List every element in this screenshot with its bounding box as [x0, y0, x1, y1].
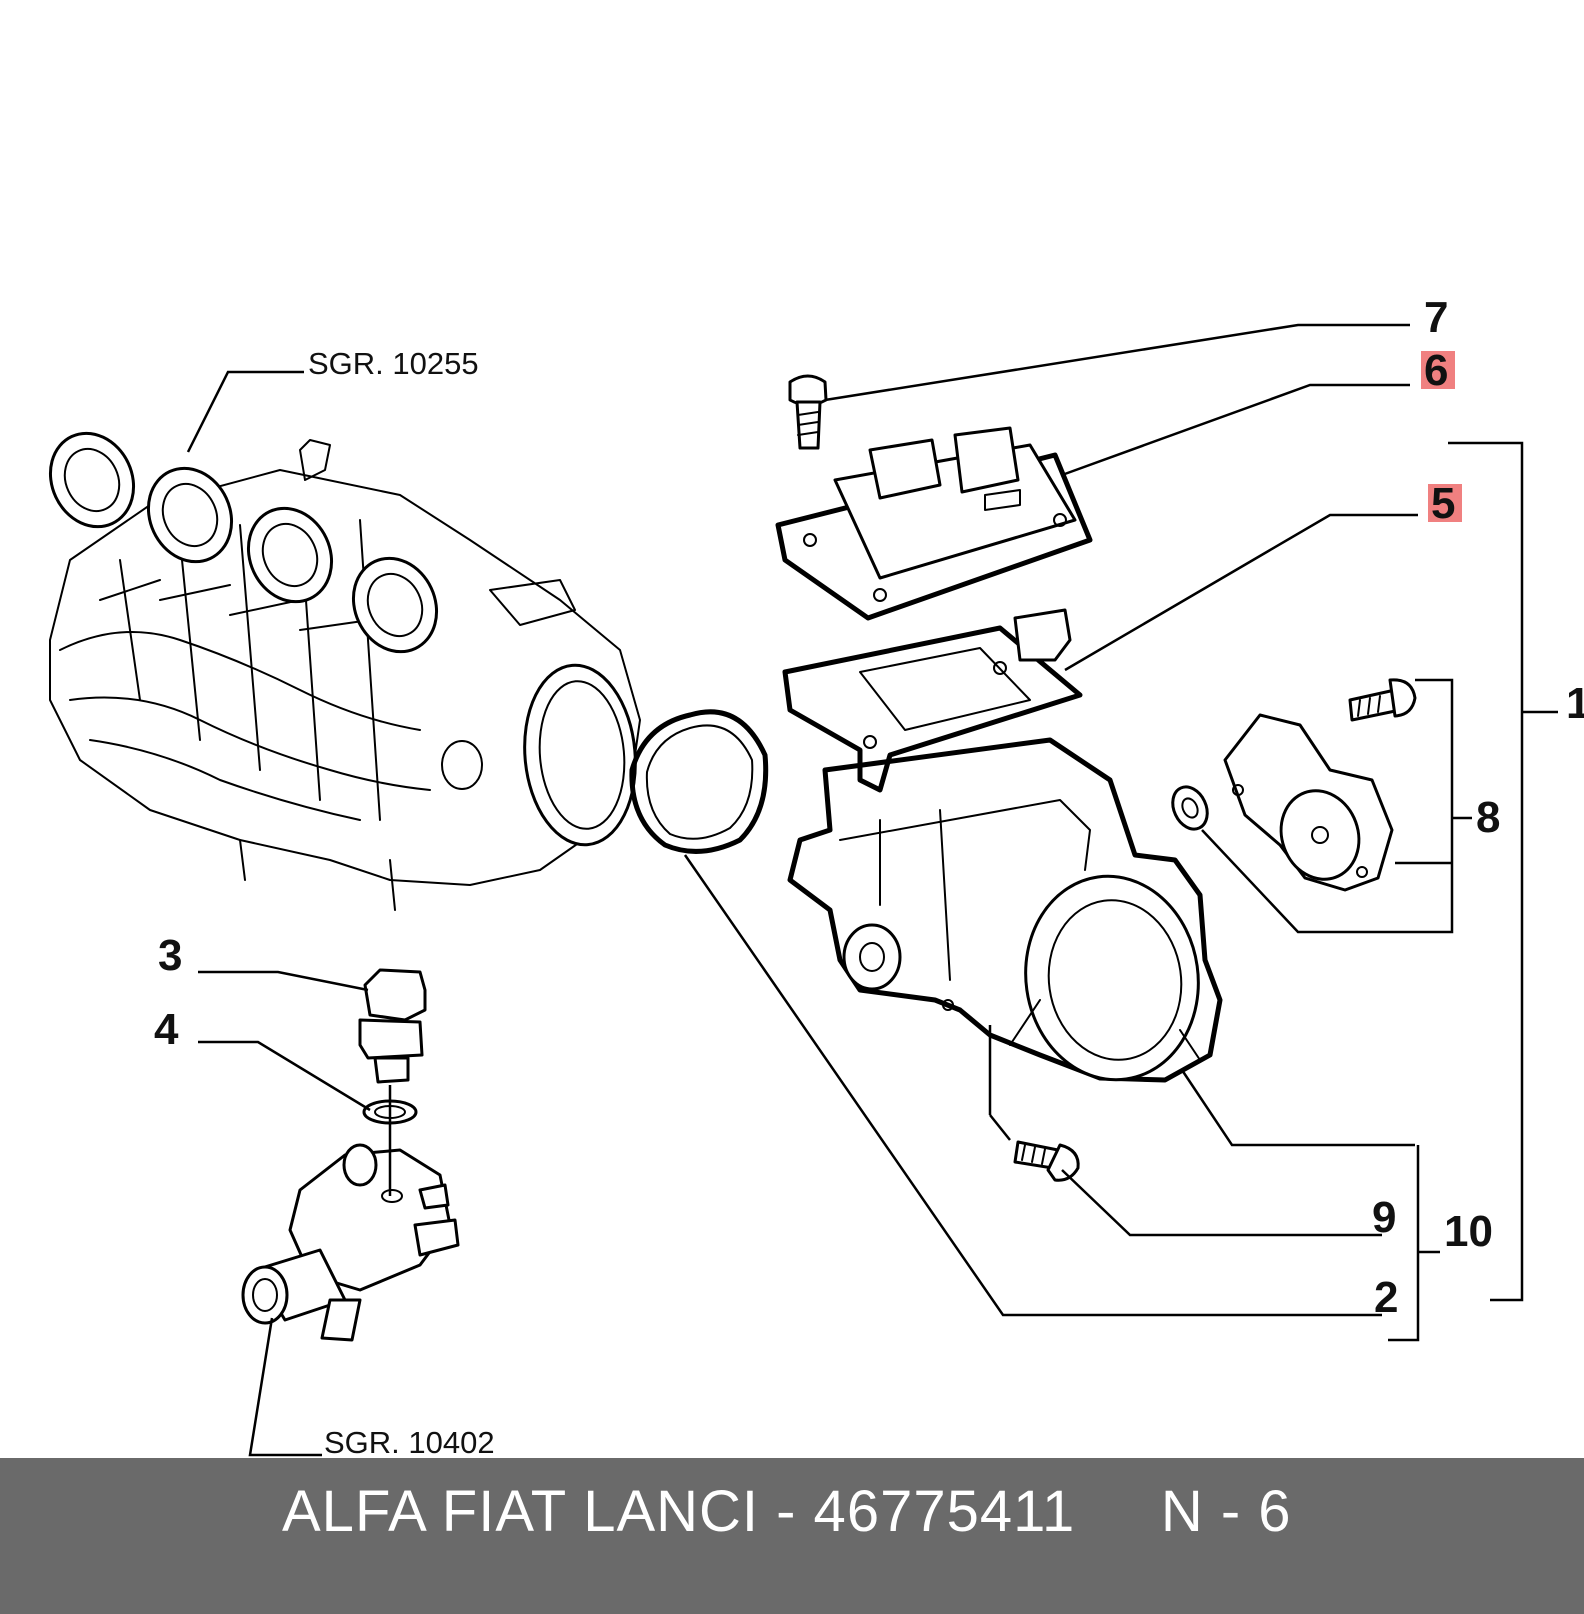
footer-caption: ALFA FIAT LANCI - 46775411 N - 6	[282, 1479, 1292, 1544]
screw-7	[788, 374, 828, 450]
washer-8	[1171, 785, 1209, 831]
callout-1: 1	[1566, 679, 1584, 728]
leader-lines	[186, 323, 1558, 1457]
callout-4: 4	[154, 1005, 179, 1054]
throttle-position-sensor	[1223, 713, 1394, 892]
callout-5-highlight	[1428, 484, 1462, 522]
throttle-body	[787, 737, 1223, 1083]
callout-3: 3	[158, 931, 182, 980]
callout-5: 5	[1431, 479, 1455, 528]
callout-10: 10	[1444, 1207, 1493, 1256]
callout-2: 2	[1374, 1273, 1398, 1322]
callout-8: 8	[1476, 793, 1500, 842]
footer-bar	[0, 1458, 1584, 1614]
callout-9: 9	[1372, 1193, 1396, 1242]
callout-6: 6	[1424, 346, 1448, 395]
reference-lower: SGR. 10402	[324, 1425, 495, 1458]
gasket-ring	[629, 709, 769, 854]
callout-6-highlight	[1421, 351, 1455, 389]
reference-upper: SGR. 10255	[308, 346, 479, 381]
screw-8	[1348, 678, 1417, 722]
callout-7: 7	[1424, 293, 1448, 342]
throttle-control-unit	[775, 426, 1093, 621]
control-unit-gasket	[782, 608, 1083, 793]
parts-diagram: SGR. 10255 SGR. 10402 7 6 5 1 8 3 4 9 10…	[48, 293, 1584, 1458]
coolant-fitting	[241, 1143, 460, 1342]
temperature-sensor	[358, 968, 427, 1084]
intake-manifold	[48, 431, 641, 911]
screw-9	[1013, 1140, 1080, 1182]
